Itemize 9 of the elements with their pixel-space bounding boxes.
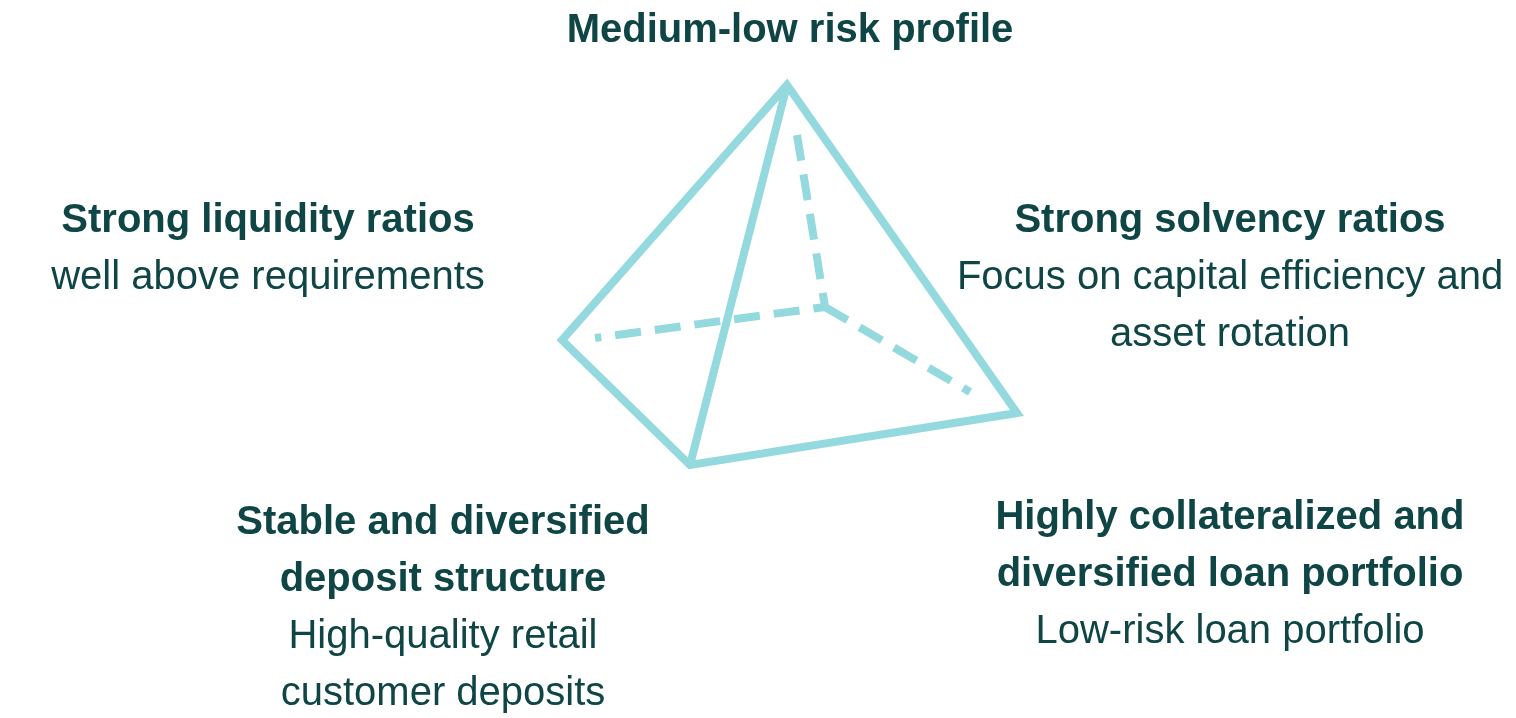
description: Low-risk loan portfolio: [1034, 606, 1426, 653]
heading: Stable and diversified deposit structure: [235, 497, 651, 601]
heading: Highly collateralized and diversified loan portfolio: [994, 492, 1466, 596]
description: High-quality retail customer deposits: [279, 611, 607, 715]
heading: Strong solvency ratios: [1013, 195, 1447, 242]
heading: Medium-low risk profile: [565, 5, 1015, 52]
heading: Strong liquidity ratios: [60, 195, 476, 242]
description: well above requirements: [50, 252, 486, 299]
description: Focus on capital efficiency and asset rotation: [955, 252, 1505, 356]
